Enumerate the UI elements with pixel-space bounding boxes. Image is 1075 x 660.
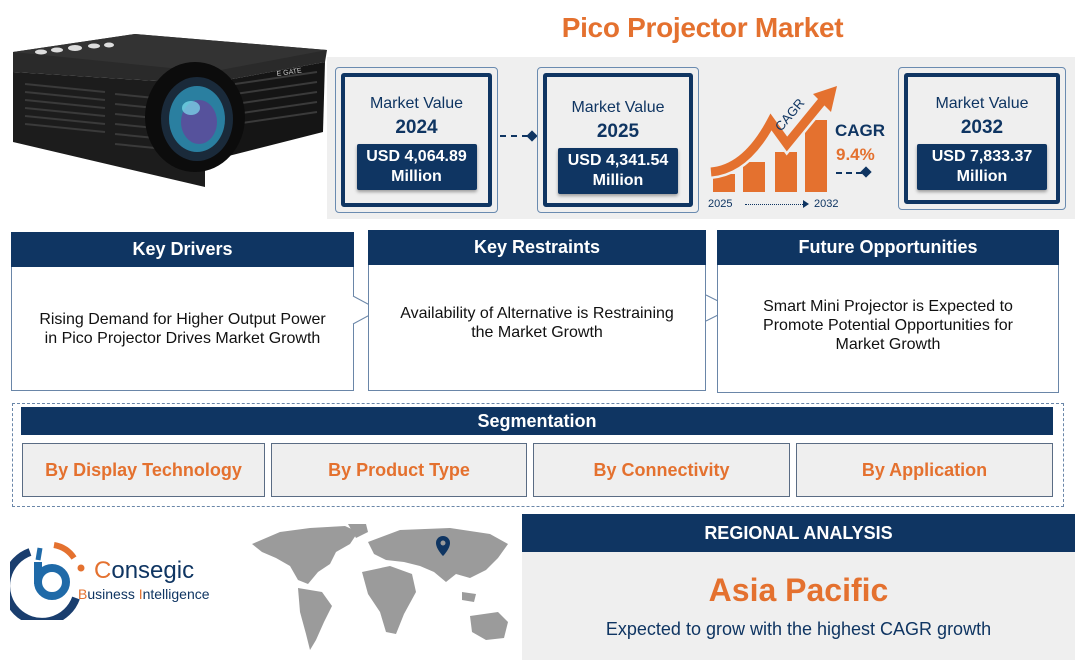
timeline-arrow — [745, 204, 805, 205]
segment-application[interactable]: By Application — [796, 443, 1053, 497]
future-opportunities-heading: Future Opportunities — [717, 230, 1059, 265]
regional-analysis-heading: REGIONAL ANALYSIS — [522, 514, 1075, 552]
market-value-year: 2032 — [960, 117, 1004, 138]
world-map — [250, 522, 515, 652]
cagr-start-year: 2025 — [708, 198, 733, 210]
market-value-amount: USD 4,341.54 Million — [558, 148, 678, 194]
consegic-logo — [2, 540, 90, 626]
page-title: Pico Projector Market — [561, 12, 844, 43]
key-drivers-heading: Key Drivers — [11, 232, 354, 267]
segment-connectivity[interactable]: By Connectivity — [533, 443, 790, 497]
segment-product-type[interactable]: By Product Type — [271, 443, 527, 497]
svg-text:E GATE: E GATE — [276, 68, 302, 78]
cagr-value: 9.4% — [836, 145, 875, 164]
key-drivers-box: Key Drivers Rising Demand for Higher Out… — [11, 232, 354, 391]
region-description: Expected to grow with the highest CAGR g… — [605, 619, 992, 639]
market-value-year: 2025 — [596, 121, 640, 142]
location-pin-icon — [436, 536, 450, 556]
market-value-card-2024: Market Value 2024 USD 4,064.89 Million — [335, 67, 498, 213]
future-opportunities-box: Future Opportunities Smart Mini Projecto… — [717, 230, 1059, 393]
market-value-amount: USD 7,833.37 Million — [917, 144, 1047, 190]
timeline-arrowhead-icon — [803, 200, 809, 208]
market-value-label: Market Value — [935, 95, 1029, 112]
key-drivers-text: Rising Demand for Higher Output Power in… — [11, 267, 354, 391]
cagr-end-year: 2032 — [814, 198, 839, 210]
segment-display-technology[interactable]: By Display Technology — [22, 443, 265, 497]
leading-region: Asia Pacific — [708, 572, 889, 608]
key-restraints-text: Availability of Alternative is Restraini… — [368, 265, 706, 391]
projector-image: E GATE — [5, 22, 330, 192]
market-value-card-2032: Market Value 2032 USD 7,833.37 Million — [898, 67, 1066, 210]
connector-line — [500, 135, 528, 137]
market-value-label: Market Value — [571, 99, 665, 116]
regional-analysis-panel: Asia Pacific Expected to grow with the h… — [522, 552, 1075, 660]
market-value-year: 2024 — [395, 117, 438, 138]
segmentation-panel — [12, 403, 1064, 507]
key-restraints-box: Key Restraints Availability of Alternati… — [368, 230, 706, 391]
brand-tagline: Business Intelligence — [78, 586, 210, 602]
future-opportunities-text: Smart Mini Projector is Expected to Prom… — [717, 265, 1059, 393]
cagr-label: CAGR — [835, 121, 886, 140]
key-restraints-heading: Key Restraints — [368, 230, 706, 265]
market-value-card-2025: Market Value 2025 USD 4,341.54 Million — [537, 67, 699, 213]
market-value-label: Market Value — [369, 95, 464, 112]
cagr-growth-graphic: CAGR — [705, 82, 840, 197]
market-value-amount: USD 4,064.89 Million — [356, 144, 477, 190]
brand-name: Consegic — [94, 557, 195, 584]
segmentation-heading: Segmentation — [21, 407, 1053, 435]
connector-line — [836, 172, 862, 174]
